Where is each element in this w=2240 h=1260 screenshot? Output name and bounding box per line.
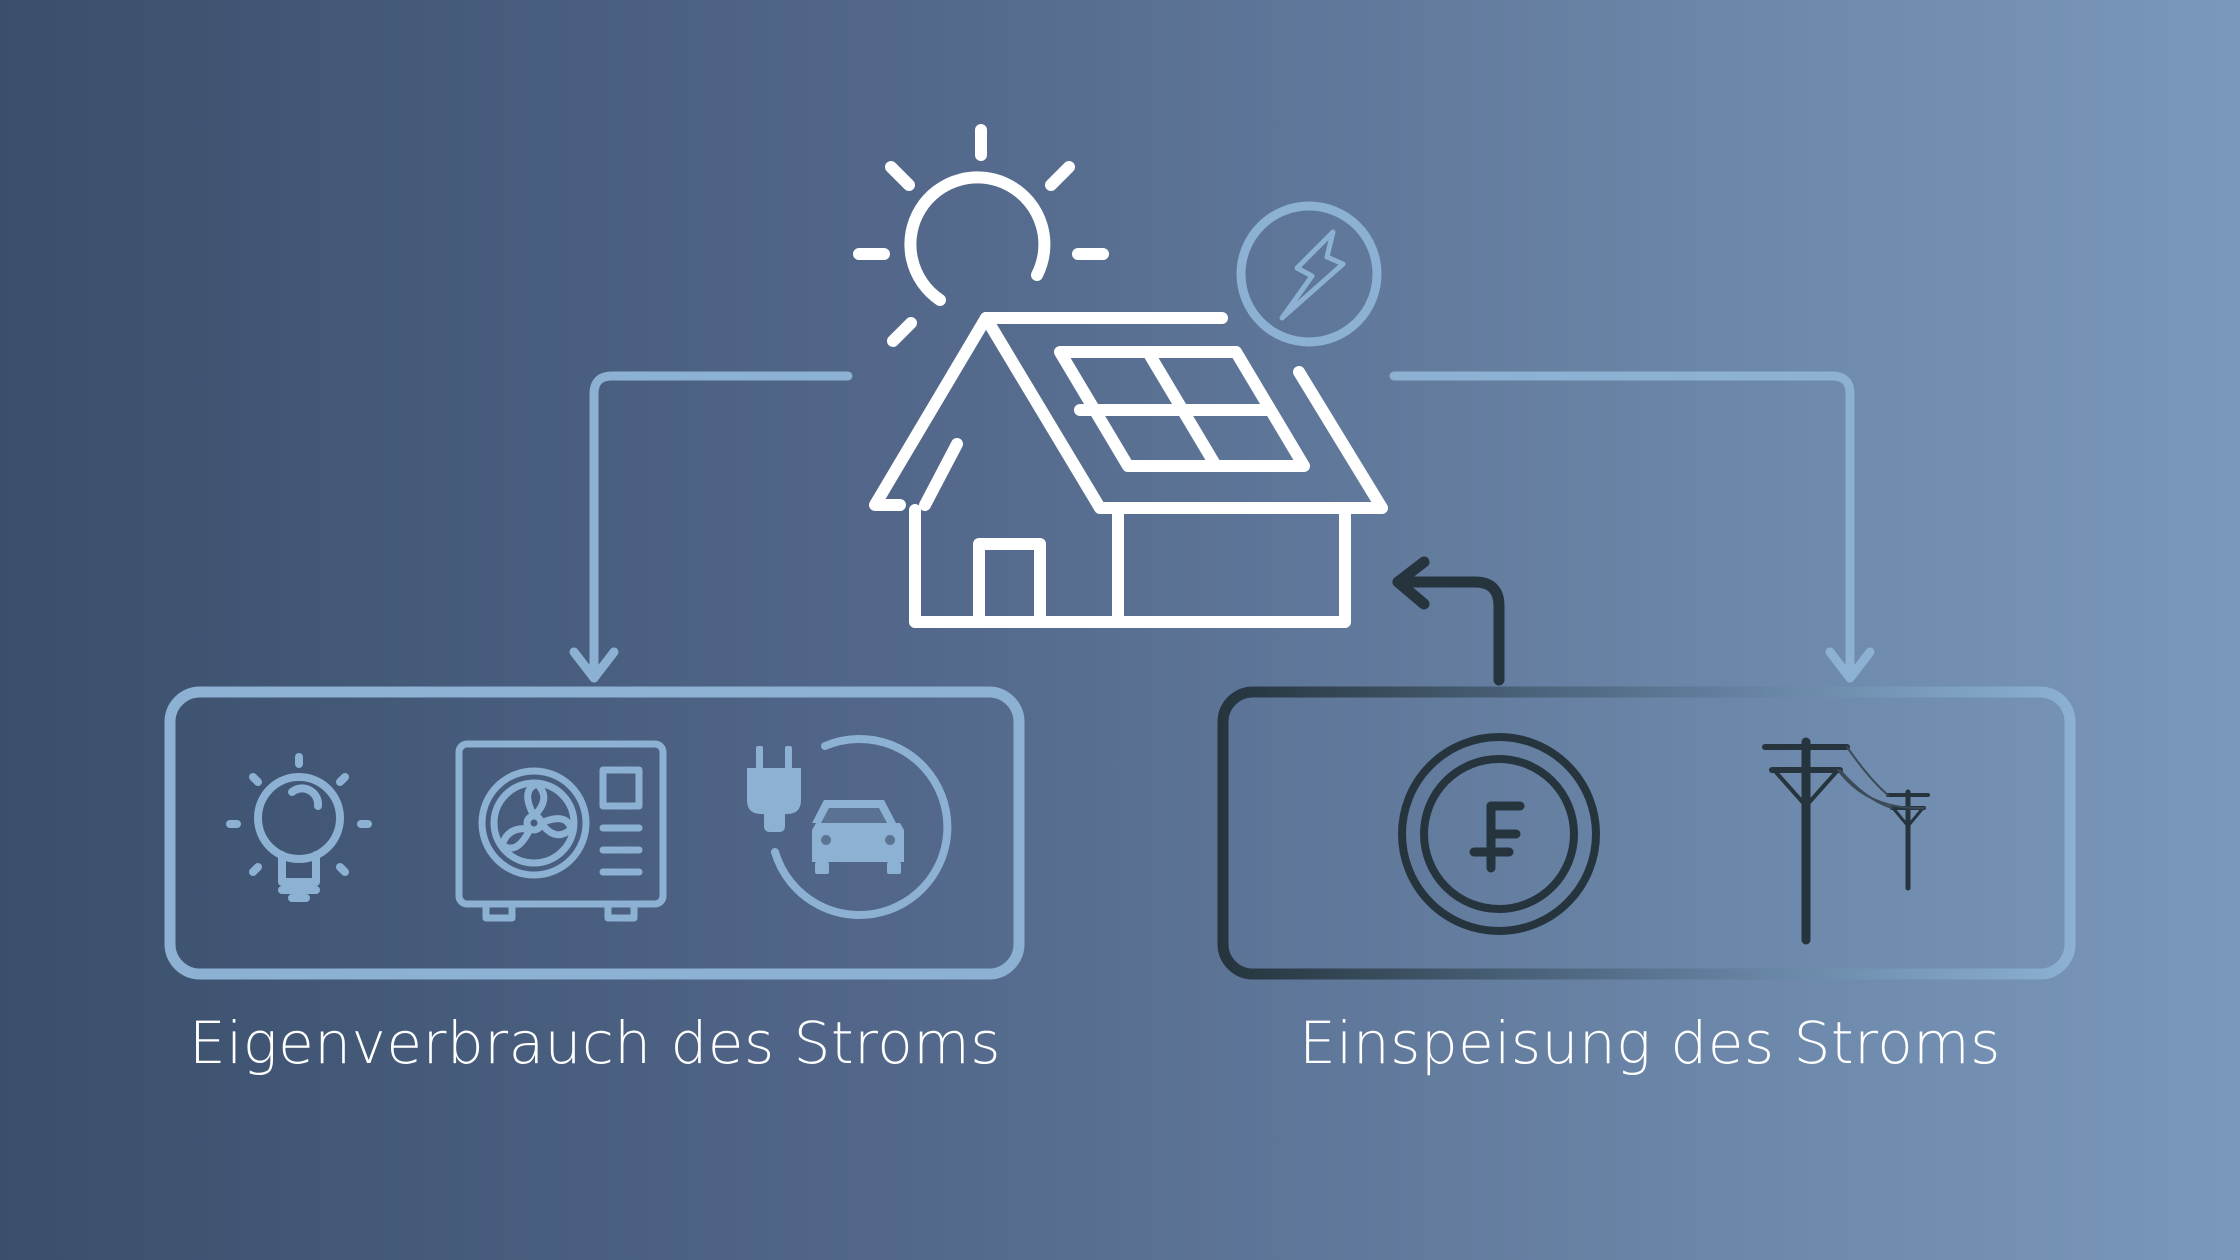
self-consumption-label: Eigenverbrauch des Stroms: [189, 1009, 1001, 1077]
self-consumption-panel: [164, 686, 1025, 980]
franc-coin-icon: [1398, 733, 1600, 935]
house-with-solar-panels-icon: [869, 312, 1388, 628]
return-arrow-to-house: [1392, 556, 1505, 686]
feed-in-panel: [1217, 686, 2076, 980]
lightning-bolt-icon: [1236, 201, 1382, 347]
ev-charging-icon: [747, 735, 952, 919]
flow-arrow-to-consumption: [569, 371, 853, 683]
light-bulb-icon: [226, 753, 372, 902]
sun-icon: [853, 124, 1109, 347]
flow-arrow-to-grid: [1389, 371, 1875, 683]
feed-in-label: Einspeisung des Stroms: [1299, 1009, 2001, 1077]
power-line-pole-icon: [1762, 737, 1930, 945]
heat-pump-icon: [455, 740, 667, 922]
